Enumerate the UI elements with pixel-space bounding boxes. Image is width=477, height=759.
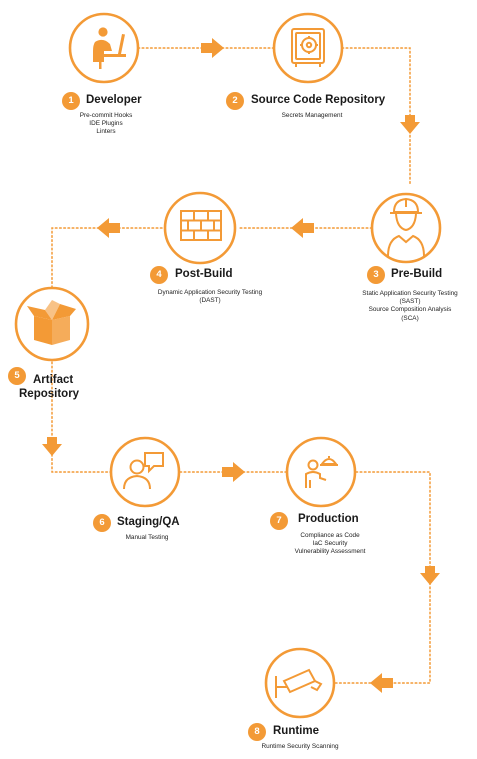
hardhat-worker-icon xyxy=(387,197,425,257)
arrow-down-icon xyxy=(420,566,440,585)
detail-line: IDE Plugins xyxy=(89,120,123,128)
production-circle xyxy=(285,436,357,508)
stage-details-developer: Pre-commit Hooks IDE Plugins Linters xyxy=(70,112,142,137)
step-2-badge: 2 xyxy=(226,92,244,110)
arrow-left-icon xyxy=(97,218,120,238)
runtime-circle xyxy=(264,647,336,719)
developer-at-desk-icon xyxy=(93,27,126,69)
arrow-down-icon xyxy=(42,437,62,456)
security-camera-icon xyxy=(275,668,323,698)
detail-line: Source Composition Analysis xyxy=(368,306,452,314)
connector-repo-to-prebuild xyxy=(341,47,411,186)
staging-circle xyxy=(109,436,181,508)
connector-production-to-runtime xyxy=(333,471,431,684)
connector-postbuild-to-artifact xyxy=(51,227,163,288)
detail-line: Runtime Security Scanning xyxy=(261,743,339,750)
stage-title-production: Production xyxy=(298,513,359,525)
arrow-right-icon xyxy=(222,462,245,482)
step-4-badge: 4 xyxy=(150,266,168,284)
arrow-left-icon xyxy=(370,673,393,693)
stage-title-staging-qa: Staging/QA xyxy=(117,516,180,528)
stage-title-pre-build: Pre-Build xyxy=(391,268,443,280)
stage-details-pre-build: Static Application Security Testing (SAS… xyxy=(350,290,470,323)
stage-title-source-code-repository: Source Code Repository xyxy=(251,94,386,106)
stage-title-runtime: Runtime xyxy=(273,725,319,737)
detail-line: Linters xyxy=(96,128,116,136)
arrow-down-icon xyxy=(400,115,420,134)
brick-wall-icon xyxy=(180,210,222,241)
step-5-badge: 5 xyxy=(8,367,26,385)
step-6-badge: 6 xyxy=(93,514,111,532)
step-1-badge: 1 xyxy=(62,92,80,110)
step-8-badge: 8 xyxy=(248,723,266,741)
step-7-badge: 7 xyxy=(270,512,288,530)
detail-line: IaC Security xyxy=(312,540,348,548)
open-box-icon xyxy=(27,300,76,345)
arrow-right-icon xyxy=(201,38,224,58)
detail-line: Pre-commit Hooks xyxy=(79,112,133,119)
detail-line: Compliance as Code xyxy=(300,532,360,539)
step-3-badge: 3 xyxy=(367,266,385,284)
stage-details-post-build: Dynamic Application Security Testing (DA… xyxy=(148,289,272,305)
detail-line: Manual Testing xyxy=(125,534,169,541)
detail-line: Vulnerability Assessment xyxy=(294,548,366,556)
stage-details-source-code-repository: Secrets Management xyxy=(270,112,354,120)
connector-artifact-to-staging xyxy=(51,361,111,473)
stage-details-runtime: Runtime Security Scanning xyxy=(250,743,350,751)
detail-line: Secrets Management xyxy=(281,112,343,119)
stage-details-production: Compliance as Code IaC Security Vulnerab… xyxy=(280,532,380,557)
stage-title-artifact-line-1: Artifact xyxy=(33,374,74,386)
detail-line: (SCA) xyxy=(401,314,419,322)
arrow-left-icon xyxy=(291,218,314,238)
stage-title-post-build: Post-Build xyxy=(175,268,233,280)
person-speech-bubble-icon xyxy=(123,452,164,490)
detail-line: (DAST) xyxy=(199,297,221,305)
detail-line: (SAST) xyxy=(399,298,421,306)
detail-line: Static Application Security Testing xyxy=(362,290,458,297)
stage-details-staging-qa: Manual Testing xyxy=(112,534,182,542)
vault-safe-icon xyxy=(291,28,325,67)
stage-title-artifact-line-2: Repository xyxy=(19,388,80,400)
detail-line: Dynamic Application Security Testing xyxy=(157,289,263,296)
waiter-cloche-icon xyxy=(305,456,338,488)
stage-title-developer: Developer xyxy=(86,94,142,106)
